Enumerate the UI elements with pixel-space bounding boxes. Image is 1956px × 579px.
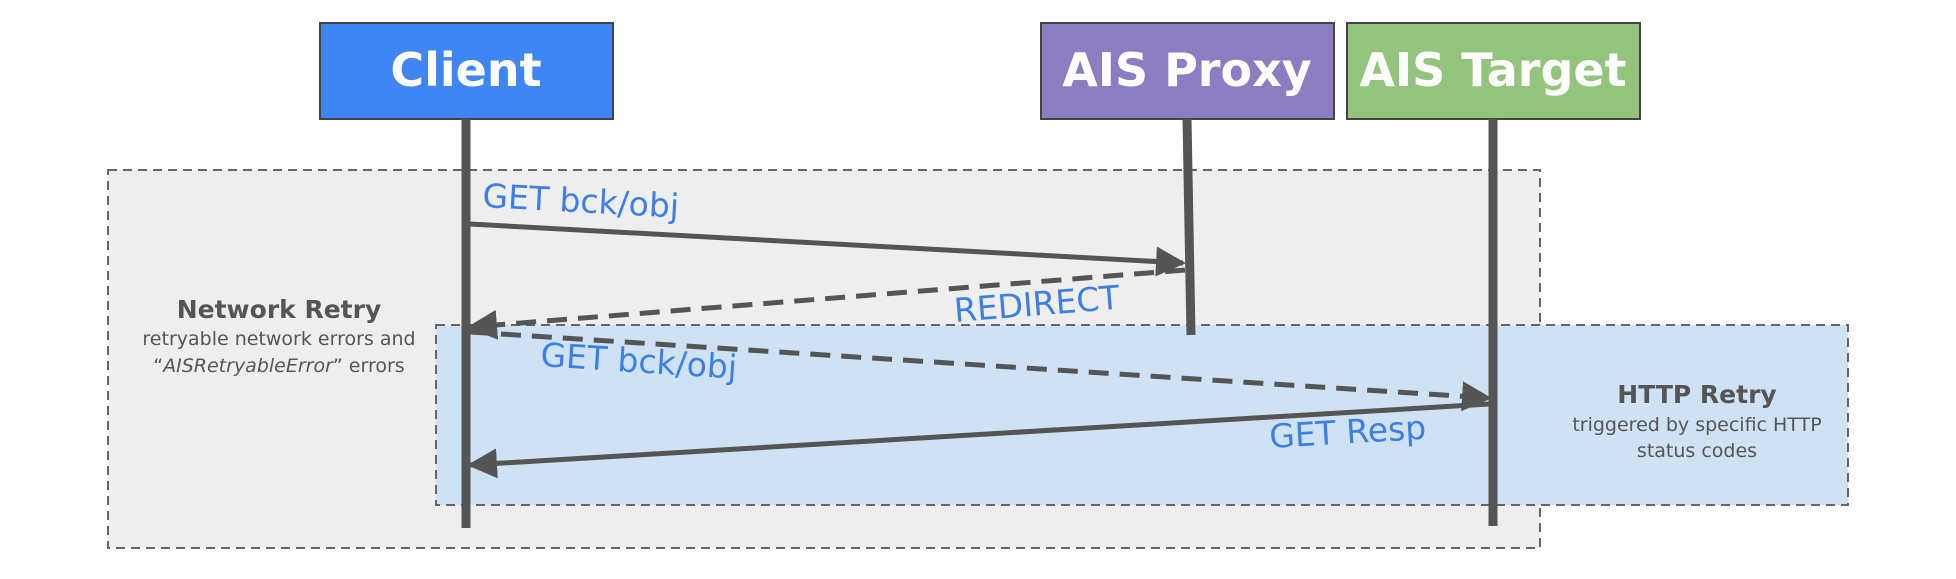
http-retry-region bbox=[435, 324, 1849, 506]
get-resp-label: GET Resp bbox=[1268, 408, 1427, 456]
proxy-actor: AIS Proxy bbox=[1040, 22, 1335, 120]
network-retry-line2-suffix: ” errors bbox=[333, 355, 405, 377]
proxy-actor-label: AIS Proxy bbox=[1062, 43, 1312, 97]
target-actor-label: AIS Target bbox=[1359, 43, 1626, 97]
target-actor: AIS Target bbox=[1346, 22, 1641, 120]
network-retry-line2-prefix: “ bbox=[153, 355, 163, 377]
target-actor-box bbox=[1346, 22, 1641, 120]
get-to-target-arrow bbox=[469, 329, 1492, 412]
client-actor: Client bbox=[319, 22, 614, 120]
network-retry-line2: “AISRetryableError” errors bbox=[153, 355, 404, 377]
redirect-arrow bbox=[467, 267, 1186, 340]
client-actor-label: Client bbox=[390, 43, 541, 97]
network-retry-title: Network Retry bbox=[177, 295, 382, 324]
network-retry-description: Network Retry retryable network errors a… bbox=[142, 295, 415, 377]
proxy-actor-box bbox=[1040, 22, 1335, 120]
network-retry-line1: retryable network errors and bbox=[142, 328, 415, 350]
proxy-lifeline bbox=[1182, 118, 1196, 336]
network-retry-line2-italic: AISRetryableError bbox=[161, 355, 334, 377]
client-actor-box bbox=[319, 22, 614, 120]
get-to-proxy-arrow bbox=[469, 221, 1186, 277]
http-retry-title: HTTP Retry bbox=[1617, 380, 1776, 409]
get-resp-arrow bbox=[467, 401, 1490, 479]
http-retry-line1: triggered by specific HTTP bbox=[1572, 414, 1821, 436]
http-retry-line2: status codes bbox=[1637, 440, 1757, 462]
http-retry-description: HTTP Retry triggered by specific HTTP st… bbox=[1572, 380, 1821, 462]
